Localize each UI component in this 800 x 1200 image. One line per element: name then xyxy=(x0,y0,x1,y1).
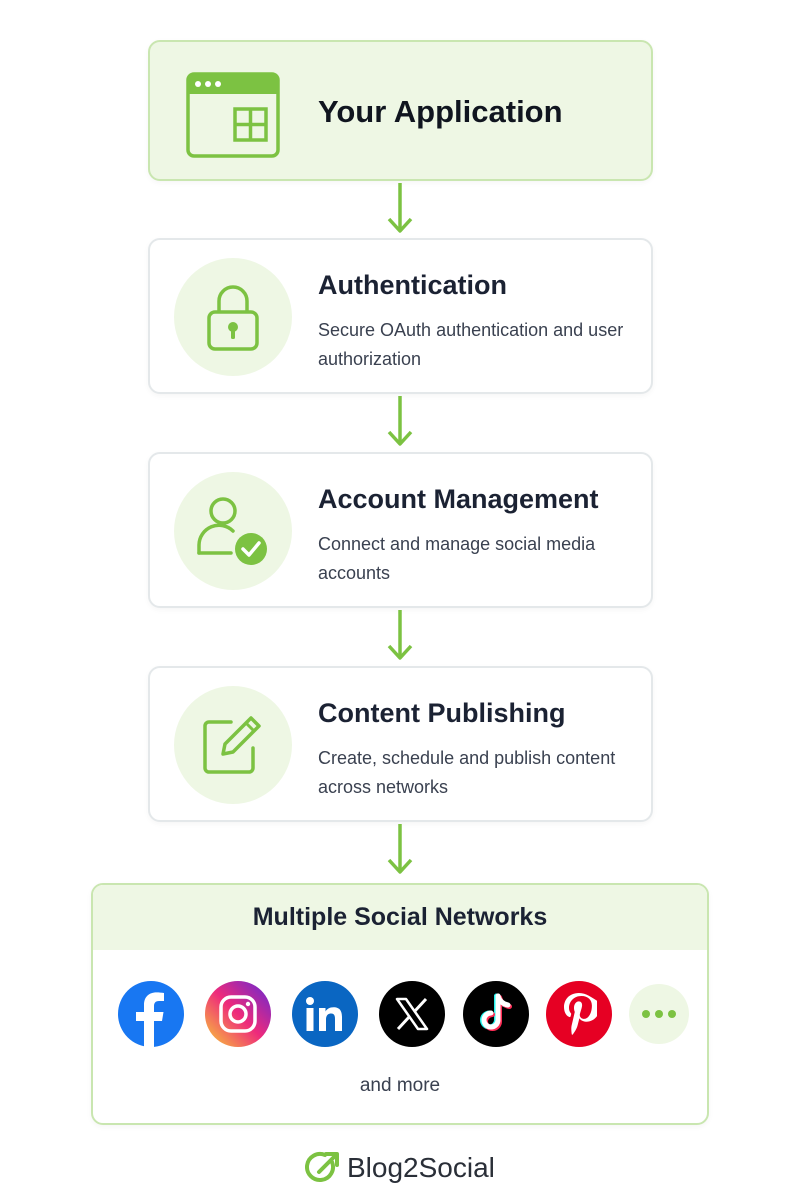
arrow-down-icon xyxy=(387,183,413,233)
step-description: Secure OAuth authentication and user aut… xyxy=(318,320,624,369)
user-check-icon xyxy=(174,472,292,590)
account-management-step: Account Management Connect and manage so… xyxy=(148,452,653,608)
step-title: Authentication xyxy=(318,270,507,300)
brand-name: Blog2Social xyxy=(347,1152,495,1183)
linkedin-icon xyxy=(292,981,358,1047)
app-window-icon xyxy=(186,72,280,163)
step-description: Create, schedule and publish content acr… xyxy=(318,748,616,797)
facebook-icon xyxy=(118,981,184,1047)
arrow-down-icon xyxy=(387,396,413,446)
social-networks-title: Multiple Social Networks xyxy=(93,885,707,950)
application-box: Your Application xyxy=(148,40,653,181)
content-publishing-step: Content Publishing Create, schedule and … xyxy=(148,666,653,822)
pinterest-icon xyxy=(546,981,612,1047)
brand-logo: Blog2Social xyxy=(305,1150,495,1186)
arrow-down-icon xyxy=(387,824,413,874)
instagram-icon xyxy=(205,981,271,1047)
social-networks-box: Multiple Social Networks xyxy=(91,883,709,1125)
step-title: Content Publishing xyxy=(318,698,566,728)
lock-icon xyxy=(174,258,292,376)
x-icon xyxy=(379,981,445,1047)
tiktok-icon xyxy=(463,981,529,1047)
step-title: Account Management xyxy=(318,484,599,514)
application-title: Your Application xyxy=(318,94,563,129)
more-icon xyxy=(629,984,689,1044)
arrow-down-icon xyxy=(387,610,413,660)
edit-icon xyxy=(174,686,292,804)
blog2social-logo-icon xyxy=(305,1152,339,1182)
step-description: Connect and manage social media accounts xyxy=(318,534,596,583)
and-more-label: and more xyxy=(359,1075,441,1096)
authentication-step: Authentication Secure OAuth authenticati… xyxy=(148,238,653,394)
